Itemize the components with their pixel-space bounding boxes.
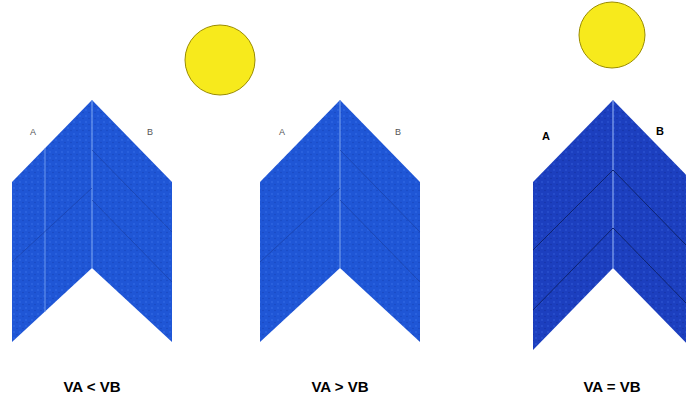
- part-label: B: [395, 127, 401, 137]
- solar-panel-pair: [12, 100, 172, 342]
- sun: [579, 2, 645, 68]
- part-label: A: [30, 127, 36, 137]
- sun: [185, 25, 255, 95]
- voltage-caption: VA < VB: [63, 378, 120, 395]
- part-label: A: [542, 130, 550, 142]
- part-label: A: [279, 127, 285, 137]
- voltage-caption: VA = VB: [583, 378, 640, 395]
- solar-panel-pair: [533, 100, 686, 350]
- part-label: B: [147, 127, 153, 137]
- voltage-caption: VA > VB: [311, 378, 368, 395]
- solar-panel-pair: [260, 100, 420, 342]
- part-label: B: [656, 125, 664, 137]
